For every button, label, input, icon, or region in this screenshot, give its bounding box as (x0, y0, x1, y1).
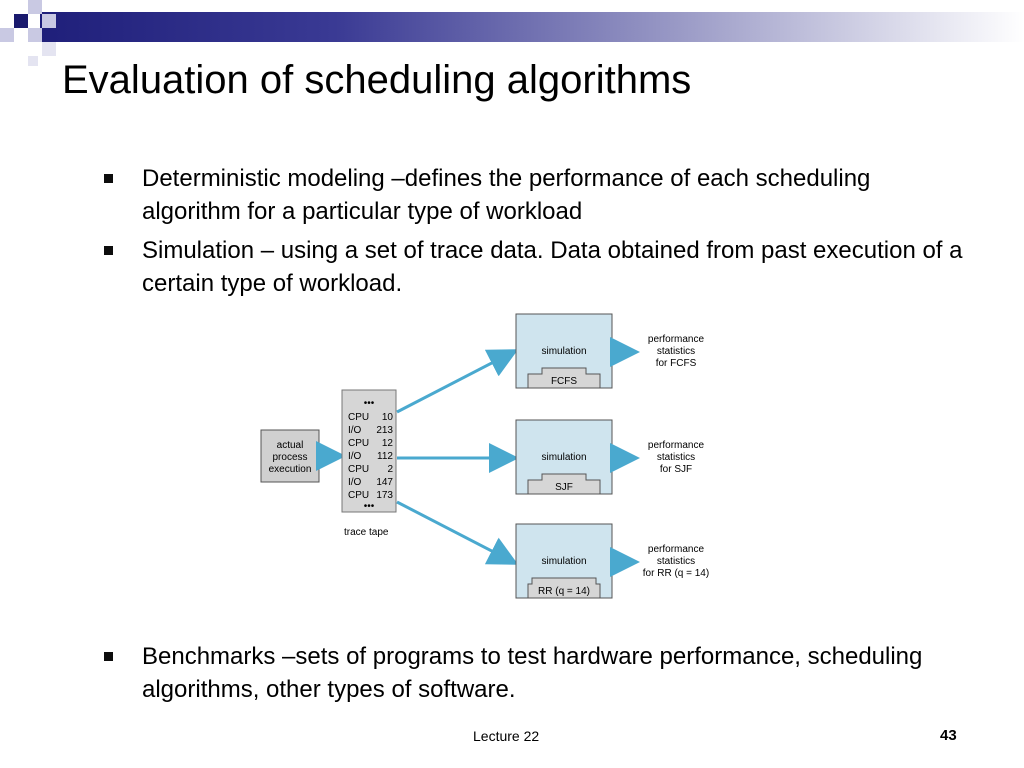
trace-row-label: CPU (348, 412, 369, 423)
trace-tape-box (341, 389, 397, 513)
simulation-label: simulation (541, 452, 586, 463)
algorithm-label: SJF (555, 482, 573, 493)
trace-row-label: CPU (348, 490, 369, 501)
bullet-list-bottom: Benchmarks –sets of programs to test har… (104, 640, 964, 712)
decor-square (42, 42, 56, 56)
bullet-square-icon (104, 652, 113, 661)
bullet-text: Benchmarks –sets of programs to test har… (142, 643, 923, 703)
algorithm-tab (527, 367, 601, 389)
page-number: 43 (940, 727, 957, 744)
algorithm-label: RR (q = 14) (538, 586, 590, 597)
algorithm-tab (527, 577, 601, 599)
trace-row-value: 2 (387, 464, 393, 475)
source-line: actual (277, 440, 304, 451)
stats-line: performance (648, 544, 705, 555)
simulation-rr: simulation RR (q = 14) (515, 523, 613, 599)
source-line: execution (269, 464, 312, 475)
simulation-diagram: actual process execution ••• CPU 10 I/O … (260, 313, 709, 599)
simulation-label: simulation (541, 556, 586, 567)
trace-row-value: 112 (377, 451, 393, 462)
stats-line: performance (648, 334, 705, 345)
stats-line: performance (648, 440, 705, 451)
source-line: process (272, 452, 307, 463)
trace-row-value: 213 (376, 425, 393, 436)
trace-row-value: 10 (382, 412, 394, 423)
simulation-sjf: simulation SJF (515, 419, 613, 495)
stats-line: for RR (q = 14) (643, 568, 709, 579)
trace-row-value: 173 (376, 490, 393, 501)
decor-square (28, 56, 38, 66)
trace-row-label: CPU (348, 464, 369, 475)
algorithm-label: FCFS (551, 376, 577, 387)
bullet-deterministic: Deterministic modeling –defines the perf… (104, 162, 964, 228)
simulation-fcfs: simulation FCFS (515, 313, 613, 389)
header-gradient-bar (40, 12, 1024, 42)
stats-line: for FCFS (656, 358, 697, 369)
trace-row-label: I/O (348, 425, 362, 436)
algorithm-tab (527, 473, 601, 495)
trace-row-label: CPU (348, 438, 369, 449)
bullet-benchmarks: Benchmarks –sets of programs to test har… (104, 640, 964, 706)
arrow-to-fcfs (396, 349, 519, 414)
trace-row-label: I/O (348, 451, 362, 462)
trace-row-label: I/O (348, 477, 362, 488)
bullet-square-icon (104, 174, 113, 183)
simulation-label: simulation (541, 346, 586, 357)
decor-square (42, 14, 56, 28)
trace-rows: CPU 10 I/O 213 CPU 12 I/O 112 CPU 2 I/O … (348, 412, 393, 501)
stats-line: for SJF (660, 464, 692, 475)
stats-line: statistics (657, 346, 695, 357)
stats-line: statistics (657, 452, 695, 463)
actual-execution-box (260, 429, 320, 483)
bullet-text: Simulation – using a set of trace data. … (142, 237, 963, 297)
trace-dots: ••• (364, 398, 375, 409)
trace-tape-caption: trace tape (344, 527, 389, 538)
trace-dots: ••• (364, 501, 375, 512)
slide-title: Evaluation of scheduling algorithms (62, 58, 692, 102)
arrow-to-rr (396, 500, 519, 565)
bullet-text: Deterministic modeling –defines the perf… (142, 165, 871, 225)
footer-lecture: Lecture 22 (473, 728, 540, 744)
decor-square (0, 28, 14, 42)
trace-row-value: 147 (376, 477, 393, 488)
decor-square (28, 28, 42, 42)
stats-line: statistics (657, 556, 695, 567)
trace-row-value: 12 (382, 438, 394, 449)
bullet-simulation: Simulation – using a set of trace data. … (104, 234, 964, 300)
decor-square (28, 0, 42, 14)
decor-square (14, 14, 28, 28)
bullet-list: Deterministic modeling –defines the perf… (104, 162, 964, 306)
bullet-square-icon (104, 246, 113, 255)
